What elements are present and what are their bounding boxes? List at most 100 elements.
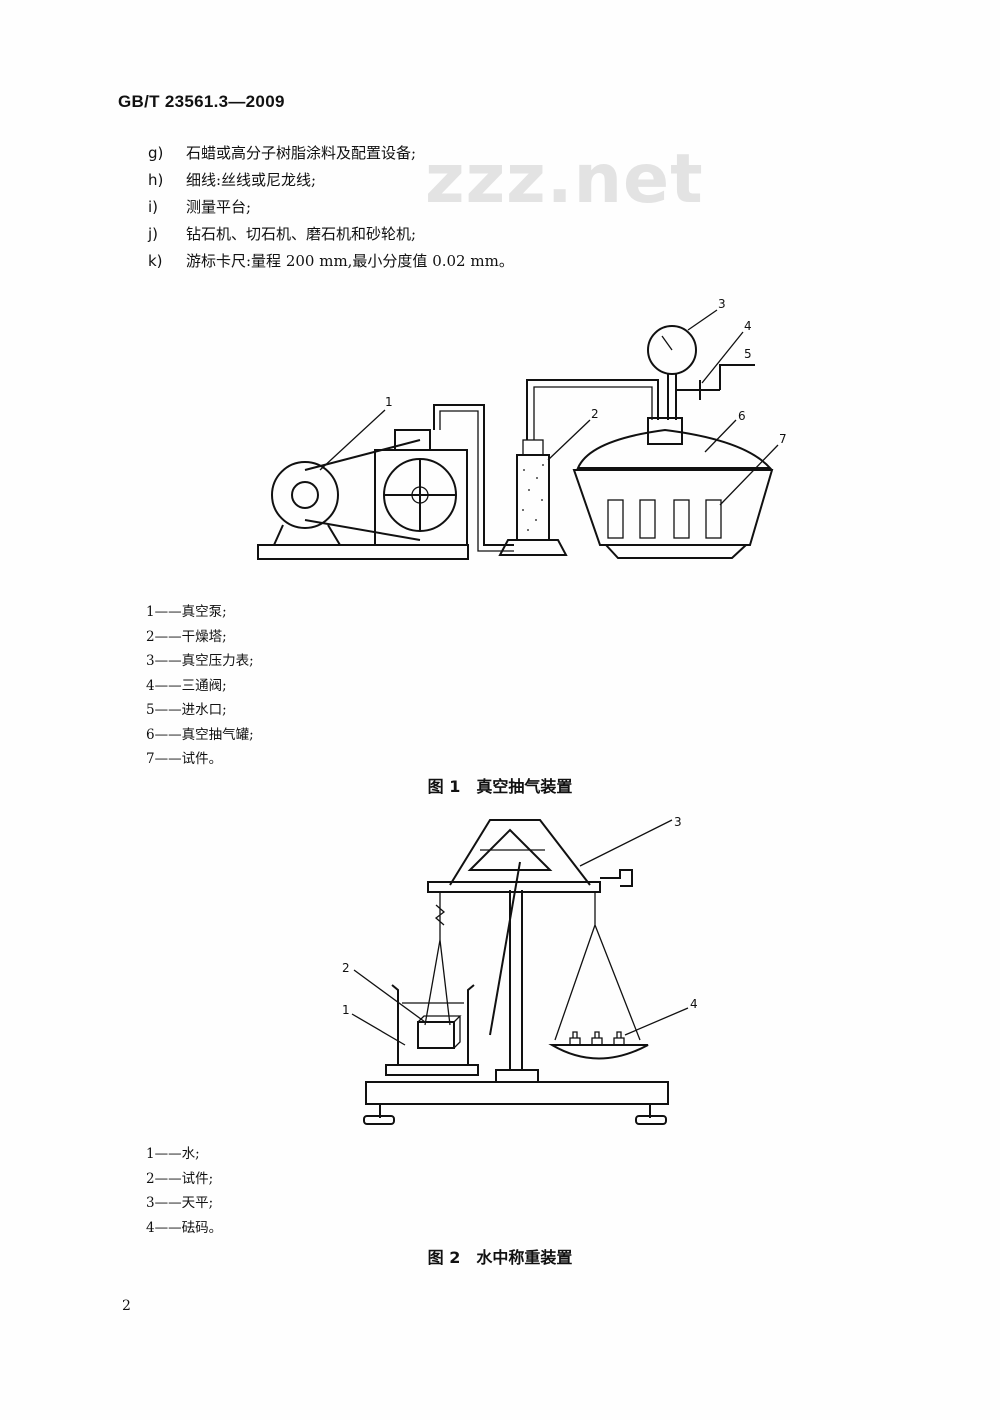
callout-2: 2 <box>591 407 599 421</box>
standard-code: GB/T 23561.3—2009 <box>118 92 285 111</box>
leveling-foot-right <box>635 1115 667 1125</box>
callout-line-3 <box>687 309 718 331</box>
motor-stand <box>273 524 341 546</box>
callout-4: 4 <box>690 997 698 1011</box>
legend-entry: 5——进水口; <box>146 702 227 718</box>
equipment-list: g)石蜡或高分子树脂涂料及配置设备; h)细线:丝线或尼龙线; i)测量平台; … <box>148 140 848 275</box>
figure-1-caption: 图 1 真空抽气装置 <box>427 777 573 796</box>
list-item-text: 游标卡尺:量程 200 mm,最小分度值 0.02 mm。 <box>186 252 514 270</box>
motor-pulley <box>291 481 319 509</box>
specimen <box>673 499 690 539</box>
beam-adjuster <box>600 869 633 887</box>
drive-belt <box>304 439 421 541</box>
list-item: j) 钻石机、切石机、磨石机和砂轮机; <box>148 221 848 248</box>
vacuum-line-inner <box>533 386 653 440</box>
suspension-thread <box>424 939 451 1026</box>
balance-pointer <box>489 861 521 1036</box>
callout-line-2 <box>353 969 426 1023</box>
callout-line-1 <box>319 409 386 471</box>
callout-line-6 <box>704 419 737 453</box>
legend-entry: 2——干燥塔; <box>146 628 227 645</box>
callout-line-4 <box>701 331 744 384</box>
beaker <box>391 984 475 1066</box>
leveling-foot-left <box>363 1115 395 1125</box>
pump-wheel-hub <box>411 486 429 504</box>
balance-frame <box>449 819 591 886</box>
gauge-stem <box>667 374 677 420</box>
callout-4: 4 <box>744 319 752 333</box>
hanger-spring <box>434 892 446 940</box>
callout-7: 7 <box>779 432 787 446</box>
motor-body <box>271 461 339 529</box>
pump-top-box <box>394 429 431 451</box>
list-item-text: 石蜡或高分子树脂涂料及配置设备; <box>186 144 417 162</box>
tower-stopper <box>522 439 544 456</box>
weight <box>591 1031 603 1045</box>
callout-line-2 <box>547 419 591 461</box>
figure-2-caption: 图 2 水中称重装置 <box>427 1248 573 1267</box>
pump-wheel-cross <box>384 459 456 531</box>
legend-entry: 4——砝码。 <box>146 1219 223 1236</box>
submerged-specimen <box>417 1021 455 1049</box>
gauge-needle <box>661 335 673 351</box>
callout-1: 1 <box>385 395 393 409</box>
weight <box>613 1031 625 1045</box>
callout-3: 3 <box>674 815 682 829</box>
vessel-base <box>605 544 747 559</box>
callout-line-3 <box>579 819 673 867</box>
list-item: g) 石蜡或高分子树脂涂料及配置设备; <box>148 140 848 167</box>
pump-base <box>257 544 469 560</box>
vacuum-line-outer <box>526 379 659 440</box>
weight <box>569 1031 581 1045</box>
callout-line-1 <box>351 1013 406 1046</box>
balance-column <box>509 890 523 1070</box>
legend-entry: 1——真空泵; <box>146 604 227 620</box>
callout-5: 5 <box>744 347 752 361</box>
page-number: 2 <box>122 1298 131 1314</box>
list-item-label: h) <box>148 171 164 189</box>
callout-line-4 <box>624 1007 689 1036</box>
weighing-pan <box>548 1044 649 1060</box>
callout-line-7 <box>719 444 779 506</box>
callout-2: 2 <box>342 961 350 975</box>
legend-entry: 1——水; <box>146 1146 200 1162</box>
balance-base <box>365 1081 669 1105</box>
legend-entry: 6——真空抽气罐; <box>146 726 254 743</box>
legend-entry: 3——天平; <box>146 1195 214 1211</box>
figure-1-legend: 1——真空泵; 2——干燥塔; 3——真空压力表; 4——三通阀; 5——进水口… <box>146 600 254 772</box>
callout-6: 6 <box>738 409 746 423</box>
callout-3: 3 <box>718 297 726 311</box>
list-item-text: 细线:丝线或尼龙线; <box>186 171 317 189</box>
vacuum-gauge <box>647 325 697 375</box>
balance-beam <box>427 881 601 893</box>
legend-entry: 2——试件; <box>146 1170 214 1187</box>
list-item: k) 游标卡尺:量程 200 mm,最小分度值 0.02 mm。 <box>148 248 848 275</box>
watermark-text: zzz.net <box>425 140 704 219</box>
specimen <box>639 499 656 539</box>
callout-1: 1 <box>342 1003 350 1017</box>
specimen <box>705 499 722 539</box>
beaker-stand <box>385 1064 479 1076</box>
list-item-label: k) <box>148 252 163 270</box>
leveling-screws <box>379 1104 651 1118</box>
vacuum-dome-lid <box>576 428 773 469</box>
pan-strings <box>554 892 641 1041</box>
legend-entry: 3——真空压力表; <box>146 653 254 669</box>
hose-outer <box>433 404 514 546</box>
desiccant-dots <box>522 464 544 531</box>
list-item-label: i) <box>148 198 159 216</box>
three-way-valve <box>676 364 755 400</box>
list-item-text: 钻石机、切石机、磨石机和砂轮机; <box>186 225 417 243</box>
legend-entry: 7——试件。 <box>146 751 223 767</box>
list-item-label: j) <box>148 225 159 243</box>
list-item: i) 测量平台; <box>148 194 848 221</box>
list-item-label: g) <box>148 144 164 162</box>
figure-2-legend: 1——水; 2——试件; 3——天平; 4——砝码。 <box>146 1142 222 1240</box>
list-item-text: 测量平台; <box>186 198 252 216</box>
column-base <box>495 1069 539 1083</box>
lid-fitting <box>647 417 683 445</box>
list-item: h) 细线:丝线或尼龙线; <box>148 167 848 194</box>
